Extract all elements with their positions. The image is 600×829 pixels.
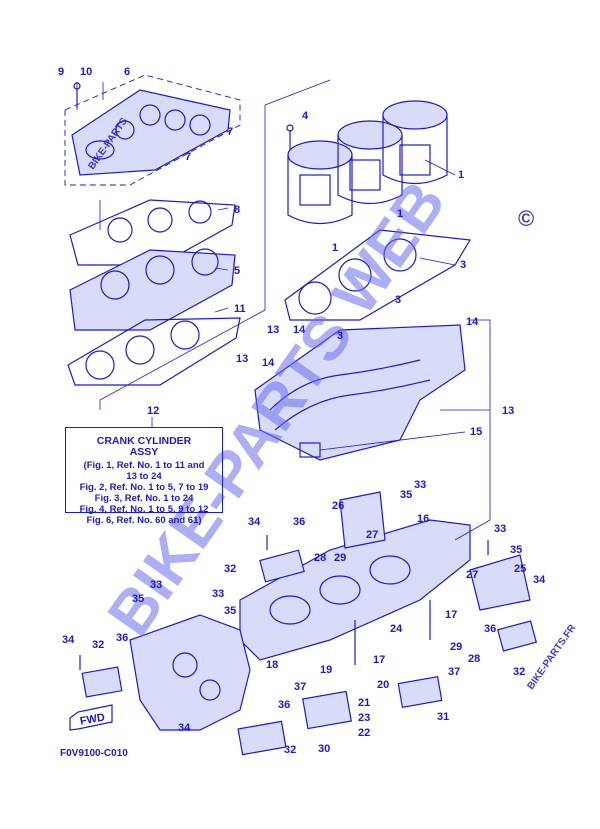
callout-1: 1: [332, 242, 338, 254]
callout-35: 35: [400, 489, 412, 501]
callout-18: 18: [266, 659, 278, 671]
assembly-line: (Fig. 1, Ref. No. 1 to 11 and: [83, 460, 205, 471]
engine-mount-32d: [496, 620, 538, 652]
assembly-title: CRANK CYLINDER: [96, 435, 192, 447]
callout-34: 34: [248, 516, 261, 528]
callout-33: 33: [414, 479, 426, 491]
callout-36: 36: [484, 623, 496, 635]
callout-9: 9: [58, 66, 64, 78]
callout-3: 3: [337, 330, 343, 342]
callout-34: 34: [62, 634, 75, 646]
callout-37: 37: [448, 666, 460, 678]
callout-14: 14: [262, 357, 275, 369]
callout-36: 36: [278, 699, 290, 711]
assembly-line: Fig. 2, Ref. No. 1 to 5, 7 to 19: [79, 482, 209, 493]
callout-19: 19: [320, 664, 332, 676]
mount-bracket-26: [339, 491, 386, 549]
callout-32: 32: [513, 666, 525, 678]
callout-32: 32: [92, 639, 104, 651]
bolts: [73, 82, 489, 670]
callout-6: 6: [124, 66, 130, 78]
callout-4: 4: [302, 110, 309, 122]
callout-13: 13: [502, 405, 514, 417]
callout-16: 16: [417, 513, 429, 525]
callout-36: 36: [293, 516, 305, 528]
callout-13: 13: [267, 324, 279, 336]
assembly-ref-number: 12: [147, 405, 159, 417]
callout-31: 31: [437, 711, 449, 723]
callout-32: 32: [224, 563, 236, 575]
callout-27: 27: [466, 569, 478, 581]
fwd-label: FWD: [79, 711, 106, 727]
callout-20: 20: [377, 679, 389, 691]
callout-36: 36: [116, 632, 128, 644]
callout-35: 35: [224, 605, 236, 617]
callout-14: 14: [293, 324, 306, 336]
callout-14: 14: [466, 316, 479, 328]
callout-33: 33: [494, 523, 506, 535]
callout-25: 25: [514, 563, 526, 575]
callout-34: 34: [533, 574, 546, 586]
assembly-line: Fig. 4, Ref. No. 1 to 5, 9 to 12: [79, 504, 209, 515]
callout-26: 26: [332, 500, 344, 512]
cylinder-head-cover-group: [64, 74, 241, 186]
callout-32: 32: [284, 744, 296, 756]
assembly-line: Fig. 6, Ref. No. 60 and 61): [86, 515, 202, 526]
assembly-info-box: CRANK CYLINDER ASSY (Fig. 1, Ref. No. 1 …: [65, 427, 223, 526]
callout-29: 29: [450, 641, 462, 653]
engine-mount-32c: [237, 720, 287, 756]
callout-33: 33: [150, 579, 162, 591]
callout-37: 37: [294, 681, 306, 693]
callout-22: 22: [358, 727, 370, 739]
mount-bracket-27: [469, 554, 531, 611]
damper-31: [397, 676, 443, 708]
callout-8: 8: [234, 204, 240, 216]
callout-23: 23: [358, 712, 370, 724]
callout-17: 17: [445, 609, 457, 621]
callout-10: 10: [80, 66, 92, 78]
callout-7: 7: [227, 126, 233, 138]
callout-30: 30: [318, 743, 330, 755]
cylinder-head-5: [69, 248, 236, 331]
figure-code: F0V9100-C010: [60, 748, 128, 759]
callout-28: 28: [314, 552, 326, 564]
upper-crankcase: [254, 324, 466, 461]
callout-11: 11: [234, 303, 246, 315]
part-callouts: 1 1 1 3 3 3 4 5 6 7 7 8 9 10 11 13 13 13…: [58, 66, 546, 756]
bottom-cover: [129, 614, 251, 731]
assembly-line: Fig. 3, Ref. No. 1 to 24: [94, 493, 194, 504]
head-gasket-11: [67, 317, 241, 386]
callout-13: 13: [236, 353, 248, 365]
engine-mount-32a: [259, 549, 305, 583]
assembly-subtitle: ASSY: [129, 446, 159, 458]
leader-lines: [214, 159, 491, 541]
callout-27: 27: [366, 529, 378, 541]
callout-1: 1: [458, 169, 464, 181]
callout-17: 17: [373, 654, 385, 666]
callout-5: 5: [234, 265, 240, 277]
callout-34: 34: [178, 722, 191, 734]
damper-30: [302, 690, 352, 730]
callout-28: 28: [468, 653, 480, 665]
cylinder-block-1: [264, 79, 448, 224]
callout-33: 33: [212, 588, 224, 600]
callout-3: 3: [460, 259, 466, 271]
callout-35: 35: [510, 544, 522, 556]
callout-35: 35: [132, 593, 144, 605]
callout-24: 24: [390, 623, 403, 635]
callout-7: 7: [185, 151, 191, 163]
fwd-direction-arrow: FWD: [69, 704, 113, 731]
callout-21: 21: [358, 697, 370, 709]
callout-29: 29: [334, 552, 346, 564]
head-gasket-8: [69, 199, 236, 266]
callout-1: 1: [397, 208, 403, 220]
engine-mount-32b: [81, 666, 123, 698]
assembly-line: 13 to 24: [126, 471, 162, 482]
callout-15: 15: [470, 426, 482, 438]
callout-3: 3: [395, 294, 401, 306]
watermark-copyright: ©: [518, 206, 534, 231]
